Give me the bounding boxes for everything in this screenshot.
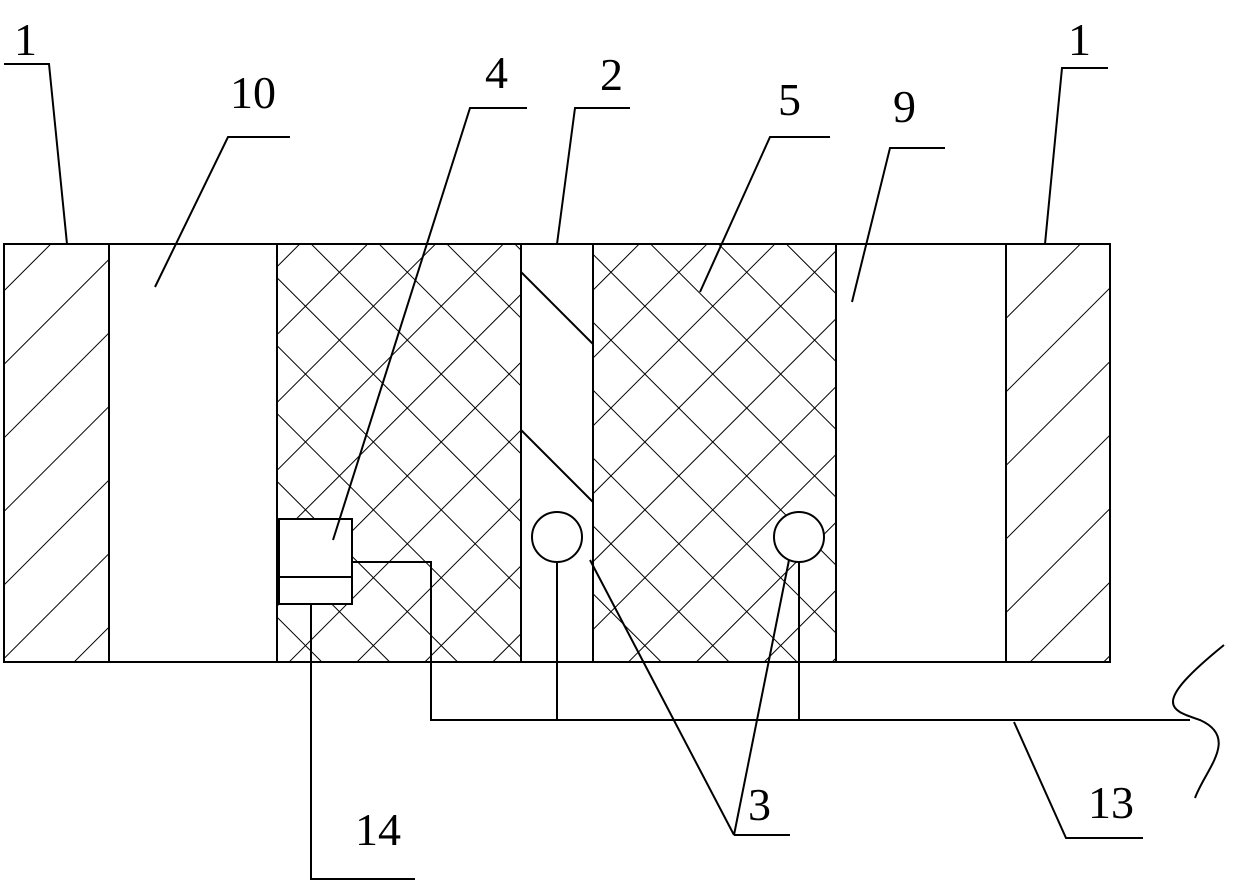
- label-9: 9: [893, 81, 916, 132]
- circle-left: [532, 512, 582, 562]
- label-13: 13: [1088, 777, 1134, 828]
- label-2: 2: [600, 49, 623, 100]
- circle-right: [774, 512, 824, 562]
- label-5: 5: [778, 74, 801, 125]
- label-10: 10: [230, 67, 276, 118]
- label-14: 14: [355, 804, 401, 855]
- label-1-left: 1: [14, 14, 37, 65]
- right-channel: [836, 244, 1006, 662]
- label-4: 4: [485, 47, 508, 98]
- sensor-block: [279, 519, 352, 577]
- right-wall: [1006, 244, 1110, 662]
- leader-1-left: [4, 64, 67, 244]
- label-1-right: 1: [1068, 14, 1091, 65]
- left-channel: [109, 244, 277, 662]
- leader-1-right: [1045, 68, 1108, 244]
- leader-2: [557, 108, 630, 244]
- left-wall: [4, 244, 109, 662]
- small-block: [279, 577, 352, 604]
- label-3: 3: [748, 779, 771, 830]
- break-mark: [1173, 645, 1224, 798]
